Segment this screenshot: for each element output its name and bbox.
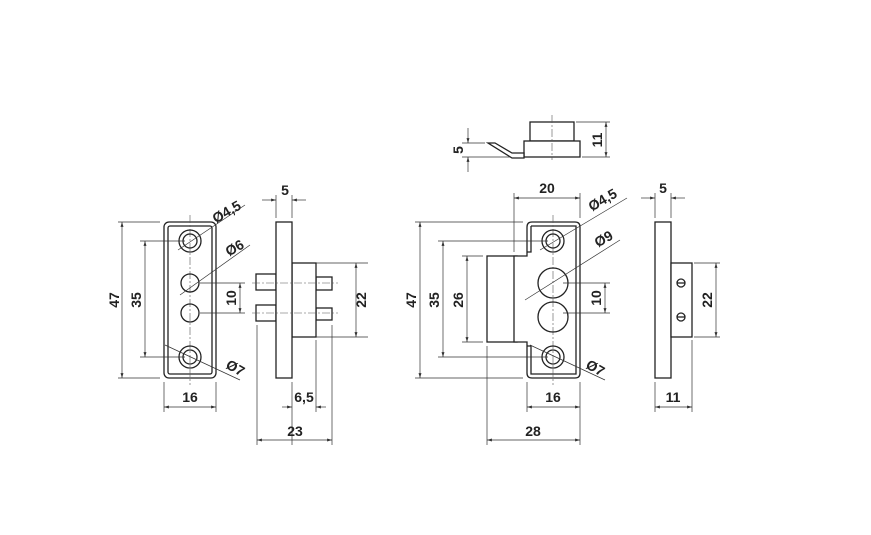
dim-28: 28	[525, 423, 541, 439]
left-side-view: 5 22 6,5 23	[252, 182, 369, 445]
dim-10: 10	[223, 290, 239, 306]
dim-11: 11	[589, 132, 605, 147]
dim-26: 26	[450, 292, 466, 308]
dim-23: 23	[287, 423, 303, 439]
dim-11: 11	[666, 389, 681, 405]
dim-20: 20	[539, 180, 555, 196]
top-view: 5 11	[450, 115, 610, 172]
dim-16: 16	[545, 389, 561, 405]
dim-35: 35	[426, 292, 442, 308]
dim-5: 5	[450, 146, 466, 154]
dim-22: 22	[353, 292, 369, 308]
dim-35: 35	[128, 292, 144, 308]
dim-22: 22	[699, 292, 715, 308]
dim-hole-4-5: Ø4,5	[585, 185, 619, 214]
right-side-view: 5 22 11	[641, 180, 720, 412]
dim-47: 47	[403, 292, 419, 308]
dim-5: 5	[659, 180, 667, 196]
dim-hole-6: Ø6	[222, 236, 246, 259]
right-front-view: 20 47 35 26 10 16 28 Ø4,5 Ø9 Ø7	[403, 180, 628, 445]
dim-hole-7: Ø7	[583, 356, 607, 379]
dim-hole-4-5: Ø4,5	[209, 197, 243, 226]
dim-5: 5	[281, 182, 289, 198]
dim-16: 16	[182, 389, 198, 405]
dim-hole-7: Ø7	[223, 356, 247, 379]
dim-10: 10	[588, 290, 604, 306]
dim-47: 47	[106, 292, 122, 308]
left-front-view: 47 35 10 16 Ø4,5 Ø6 Ø7	[106, 197, 251, 412]
dim-6-5: 6,5	[294, 389, 314, 405]
dim-hole-9: Ø9	[591, 227, 615, 250]
